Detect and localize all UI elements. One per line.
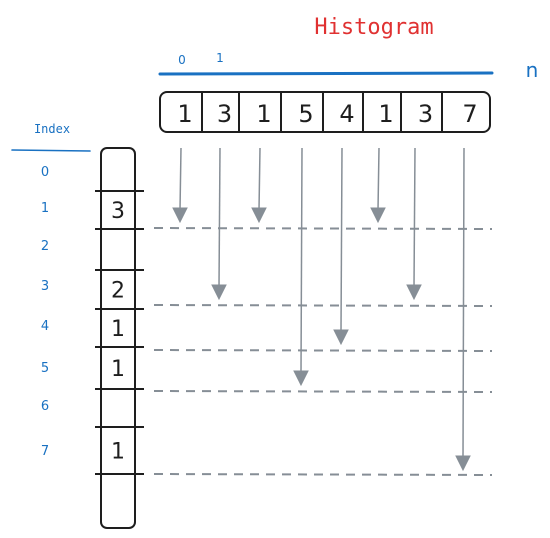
arrow-head [172,207,188,224]
arrows [172,147,471,472]
arrow-shaft [462,147,465,459]
input-array-box [159,91,491,133]
top-label-0: 0 [178,53,186,67]
index-label: 0 [41,165,49,180]
arrow-shaft [258,147,261,211]
arrow-head [406,284,422,301]
index-label: 5 [41,361,49,376]
arrow-head [455,455,471,472]
arrow-head [333,329,349,346]
count-value: 1 [111,317,125,342]
dashed-line [153,227,493,230]
index-labels: 0 1 2 3 4 5 6 7 [41,165,49,459]
array-value: 5 [298,100,313,128]
array-value: 3 [418,100,433,128]
count-values: 3 2 1 1 1 [111,199,125,465]
count-dividers [95,190,144,475]
dashed-lines [153,227,493,476]
array-value: 3 [217,100,232,128]
arrow-shaft [300,147,303,374]
arrow-head [251,207,267,224]
array-value: 4 [339,100,354,128]
count-value: 1 [111,440,125,465]
index-header: Index [34,122,70,136]
index-label: 3 [41,279,49,294]
dashed-line [153,349,493,352]
arrow-shaft [218,147,221,288]
dashed-line [153,473,493,476]
index-header-underline [11,149,91,152]
count-value: 2 [111,279,125,304]
diagram-title: Histogram [314,15,433,40]
array-value: 1 [256,100,271,128]
dashed-line [153,390,493,393]
arrow-shaft [413,147,416,288]
count-value: 1 [111,357,125,382]
array-length-line [158,71,494,76]
arrow-head [370,207,386,224]
array-value: 1 [378,100,393,128]
array-value: 1 [177,100,192,128]
arrow-shaft [377,147,380,211]
count-array-box [100,147,136,529]
arrow-shaft [179,147,182,211]
n-label: n [526,58,539,82]
index-label: 4 [41,319,49,334]
top-label-1: 1 [216,51,224,65]
array-dividers [201,93,443,131]
arrow-head [293,370,309,387]
index-label: 1 [41,201,49,216]
index-label: 7 [41,444,49,459]
count-value: 3 [111,199,125,224]
arrow-shaft [340,147,343,333]
dashed-line [153,304,493,307]
index-label: 6 [41,399,49,414]
arrow-head [211,284,227,301]
index-label: 2 [41,239,49,254]
array-value: 7 [462,100,477,128]
